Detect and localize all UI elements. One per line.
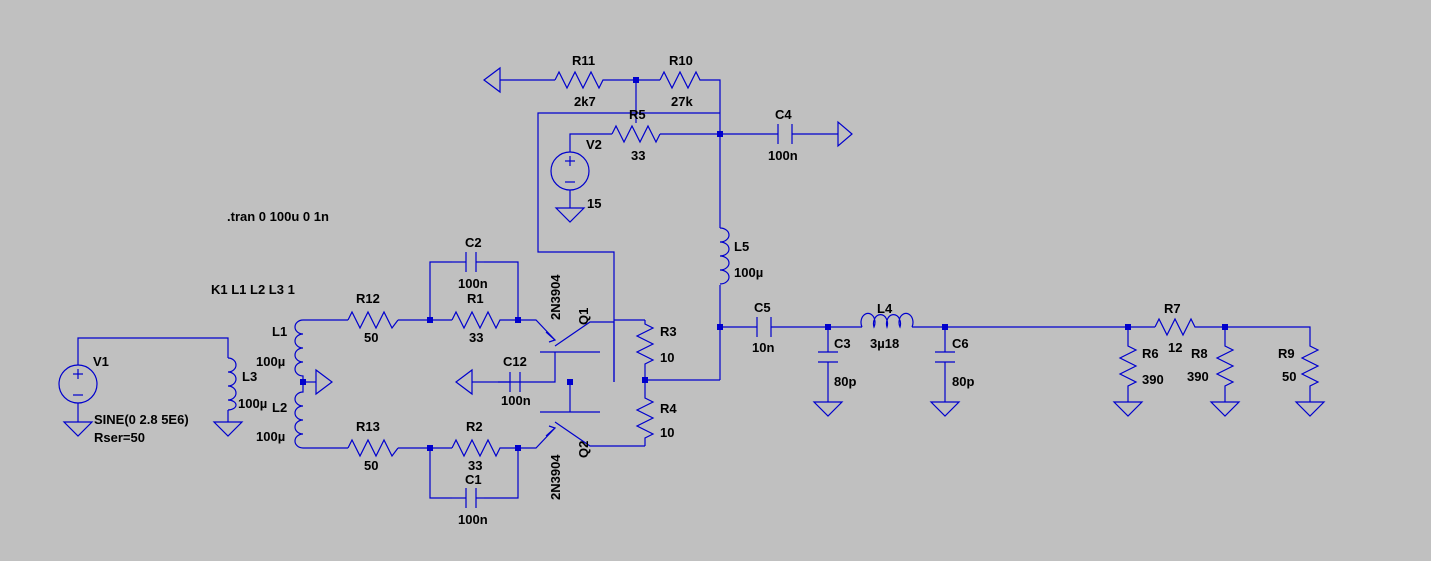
svg-text:R3: R3 [660,324,677,339]
svg-text:C3: C3 [834,336,851,351]
voltage-source-v1: V1 SINE(0 2.8 5E6) Rser=50 [58,354,189,445]
inductor-l3: L3 100µ [227,357,267,411]
coupling-directive: K1 L1 L2 L3 1 [211,282,295,297]
svg-text:R6: R6 [1142,346,1159,361]
svg-text:R9: R9 [1278,346,1295,361]
svg-text:2N3904: 2N3904 [548,454,563,500]
svg-text:80p: 80p [952,374,974,389]
svg-text:C5: C5 [754,300,771,315]
svg-text:Rser=50: Rser=50 [94,430,145,445]
svg-text:50: 50 [364,458,378,473]
svg-text:15: 15 [587,196,601,211]
transistor-q2: Q2 2N3904 [540,411,600,500]
svg-text:33: 33 [631,148,645,163]
svg-text:100µ: 100µ [256,429,285,444]
svg-text:R1: R1 [467,291,484,306]
inductor-l1: L1 100µ [256,319,304,382]
svg-text:R10: R10 [669,53,693,68]
svg-text:L5: L5 [734,239,749,254]
inductor-l2: L2 100µ [256,382,304,449]
capacitor-c1: C1 100n [452,472,488,527]
transistor-q1: Q1 2N3904 [540,274,600,353]
svg-text:33: 33 [468,458,482,473]
resistor-r13: R13 50 [347,419,399,473]
svg-text:R7: R7 [1164,301,1181,316]
svg-text:C6: C6 [952,336,969,351]
ground-symbols [62,66,1326,437]
svg-text:50: 50 [1282,369,1296,384]
svg-text:390: 390 [1142,372,1164,387]
capacitor-c12: C12 100n [488,354,531,408]
capacitor-c6: C6 80p [935,336,974,389]
svg-text:L1: L1 [272,324,287,339]
resistor-r7: R7 12 [1154,301,1198,355]
resistor-r10: R10 27k [659,53,703,109]
svg-text:3µ18: 3µ18 [870,336,899,351]
capacitor-c5: C5 10n [752,300,774,355]
svg-text:390: 390 [1187,369,1209,384]
svg-text:100n: 100n [458,512,488,527]
svg-text:L2: L2 [272,400,287,415]
svg-text:R11: R11 [572,53,595,68]
svg-text:Q2: Q2 [576,441,591,458]
resistor-r4: R4 10 [635,392,677,446]
svg-text:10n: 10n [752,340,774,355]
svg-text:10: 10 [660,350,674,365]
svg-text:R4: R4 [660,401,677,416]
resistor-r3: R3 10 [635,320,677,368]
capacitor-c3: C3 80p [818,336,856,389]
resistor-r11: R11 2k7 [554,53,610,109]
svg-text:R8: R8 [1191,346,1208,361]
svg-text:100µ: 100µ [734,265,763,280]
resistor-r8: R8 390 [1187,340,1235,390]
wires [77,79,1311,499]
svg-text:100n: 100n [501,393,531,408]
capacitor-c4: C4 100n [768,107,798,163]
inductor-l5: L5 100µ [719,227,763,285]
voltage-source-v2: V2 15 [550,137,602,211]
svg-text:50: 50 [364,330,378,345]
resistor-r9: R9 50 [1278,340,1320,390]
resistor-r1: R1 33 [430,291,518,345]
svg-text:10: 10 [660,425,674,440]
svg-text:V1: V1 [93,354,109,369]
svg-text:R2: R2 [466,419,483,434]
svg-text:27k: 27k [671,94,693,109]
svg-text:R5: R5 [629,107,646,122]
svg-text:SINE(0 2.8 5E6): SINE(0 2.8 5E6) [94,412,189,427]
resistor-r12: R12 50 [347,291,399,345]
svg-text:C12: C12 [503,354,527,369]
svg-text:V2: V2 [586,137,602,152]
svg-text:L3: L3 [242,369,257,384]
svg-text:100n: 100n [768,148,798,163]
svg-text:2N3904: 2N3904 [548,274,563,320]
svg-text:C1: C1 [465,472,482,487]
svg-text:2k7: 2k7 [574,94,596,109]
svg-text:12: 12 [1168,340,1182,355]
inductor-l4: L4 3µ18 [860,301,914,351]
svg-text:80p: 80p [834,374,856,389]
resistor-r5: R5 33 [611,107,661,163]
svg-text:C4: C4 [775,107,792,122]
svg-text:100µ: 100µ [256,354,285,369]
svg-text:33: 33 [469,330,483,345]
capacitor-c2: C2 100n [452,235,488,291]
resistor-r2: R2 33 [430,419,518,473]
svg-text:R13: R13 [356,419,380,434]
svg-text:Q1: Q1 [576,308,591,325]
junction-dots [300,77,1228,451]
svg-text:L4: L4 [877,301,893,316]
resistor-r6: R6 390 [1118,340,1164,390]
svg-text:100n: 100n [458,276,488,291]
svg-text:C2: C2 [465,235,482,250]
svg-text:R12: R12 [356,291,380,306]
svg-text:100µ: 100µ [238,396,267,411]
tran-directive: .tran 0 100u 0 1n [227,209,329,224]
